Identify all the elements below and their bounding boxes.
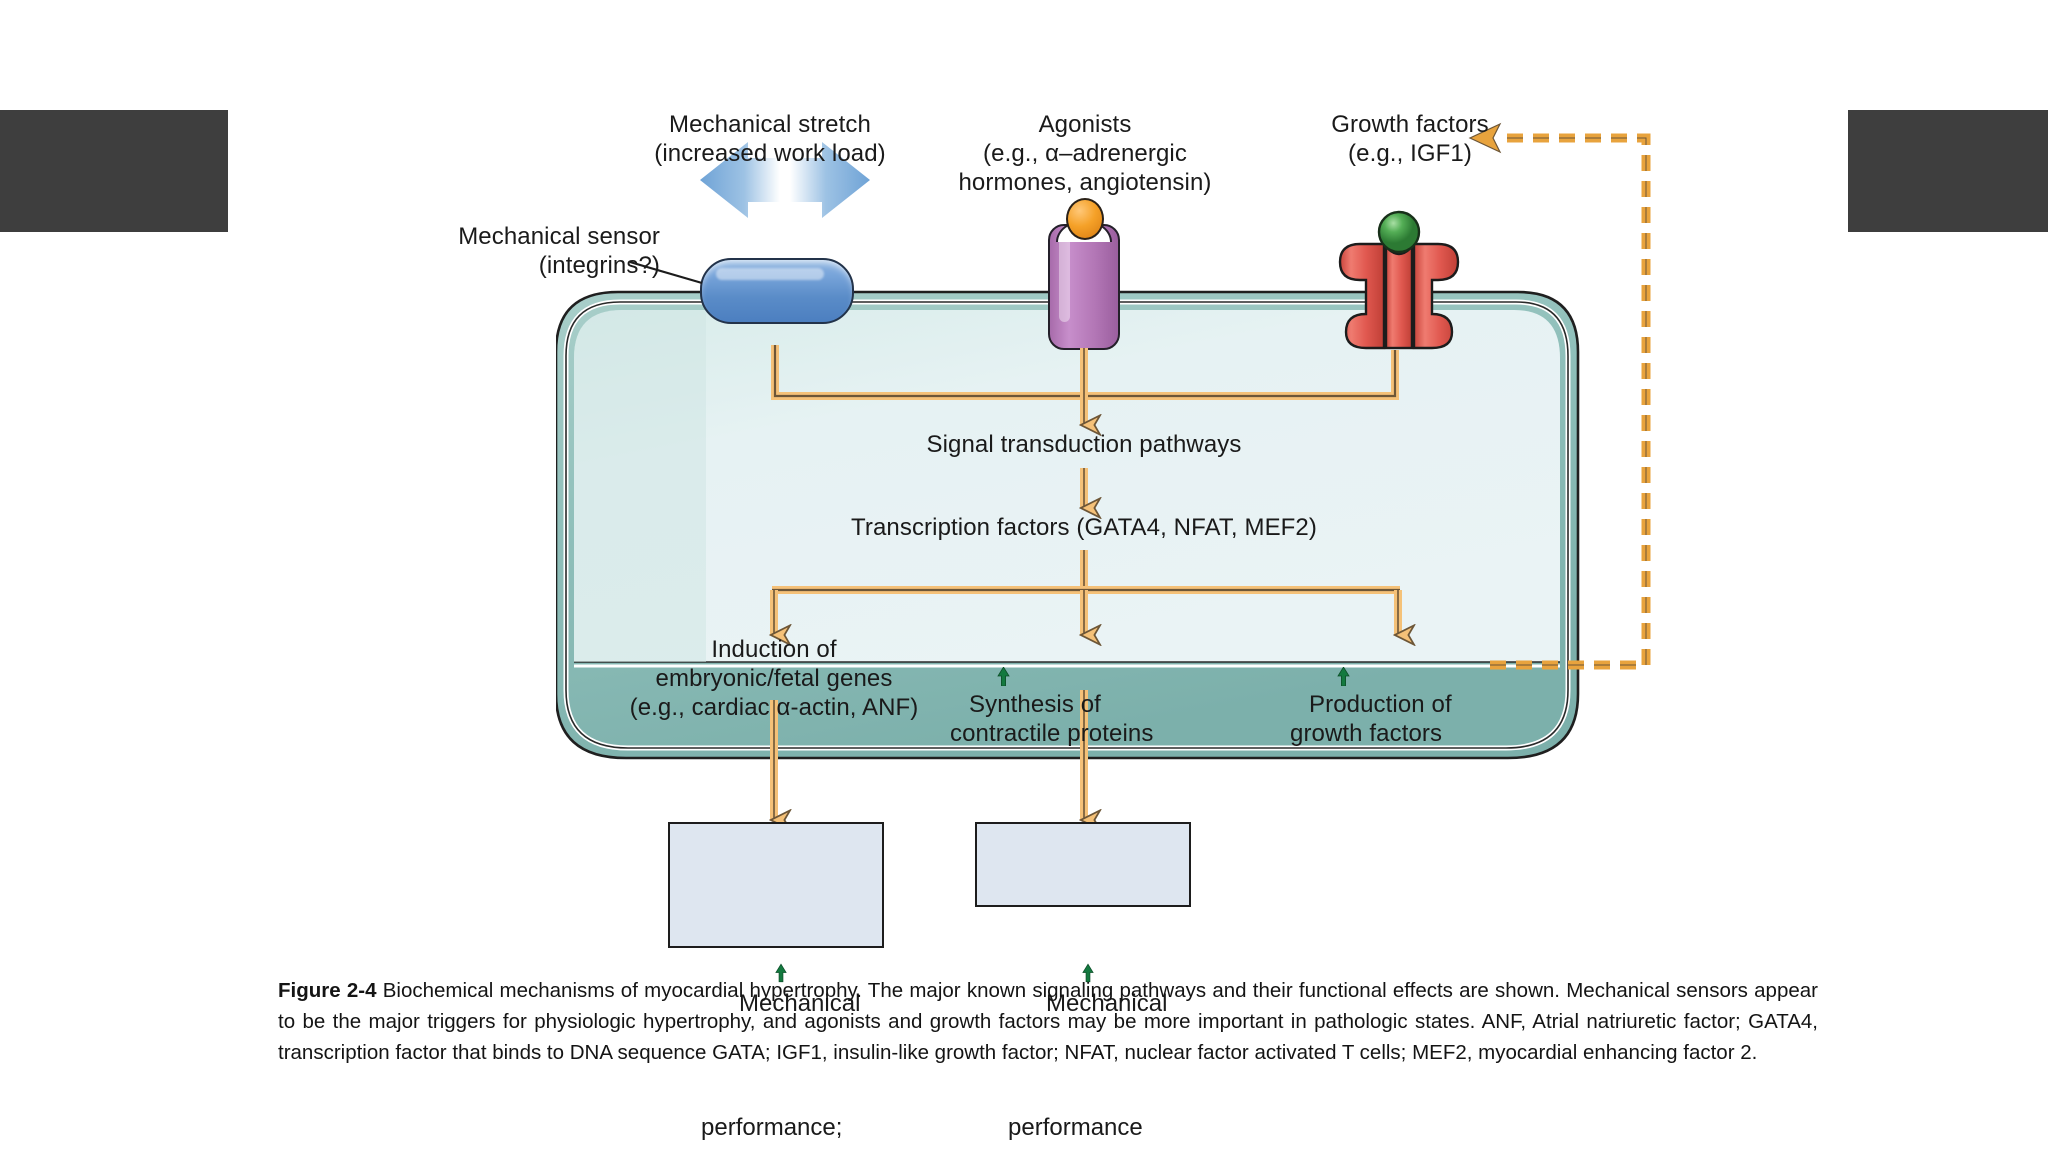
figure-caption: Figure 2-4 Biochemical mechanisms of myo… [278,975,1818,1068]
result-box-left: Mechanical performance; Work load [668,822,884,1141]
result-box-right: Mechanical performance [975,822,1191,1141]
synthesis-output-label: Synthesis of contractile proteins [950,635,1230,748]
result-line-mechanical-performance: Mechanical [682,898,868,1050]
up-arrow-icon [722,929,788,983]
figure-number: Figure 2-4 [278,979,377,1002]
growth-factors-label: Growth factors (e.g., IGF1) [1331,111,1489,167]
result-line-performance-cont-2: performance [1008,1114,1143,1141]
production-output-label: Production of growth factors [1290,635,1540,748]
slide-band-right [1848,110,2048,232]
mechanical-sensor-label: Mechanical sensor (integrins?) [458,223,660,279]
integrin-sensor-icon [700,258,854,324]
transcription-factors-label: Transcription factors (GATA4, NFAT, MEF2… [851,514,1317,541]
mechanical-stretch-label: Mechanical stretch (increased work load) [654,111,886,167]
induction-output-label: Induction of embryonic/fetal genes (e.g.… [629,636,919,721]
slide-band-left [0,110,228,232]
up-arrow-production-icon [1290,635,1351,687]
agonists-label: Agonists (e.g., α–adrenergic hormones, a… [958,111,1212,196]
caption-text: Biochemical mechanisms of myocardial hyp… [278,979,1818,1064]
gpcr-receptor-icon [1048,224,1120,350]
up-arrow-icon [1029,929,1095,983]
up-arrow-synthesis-icon [950,635,1011,687]
result-line-mechanical-performance-2: Mechanical [989,898,1175,1050]
result-line-performance-cont: performance; [701,1114,843,1141]
agonist-ligand-icon [1066,198,1104,240]
growth-factor-receptor-icon [1336,210,1462,350]
signal-transduction-label: Signal transduction pathways [926,431,1242,458]
